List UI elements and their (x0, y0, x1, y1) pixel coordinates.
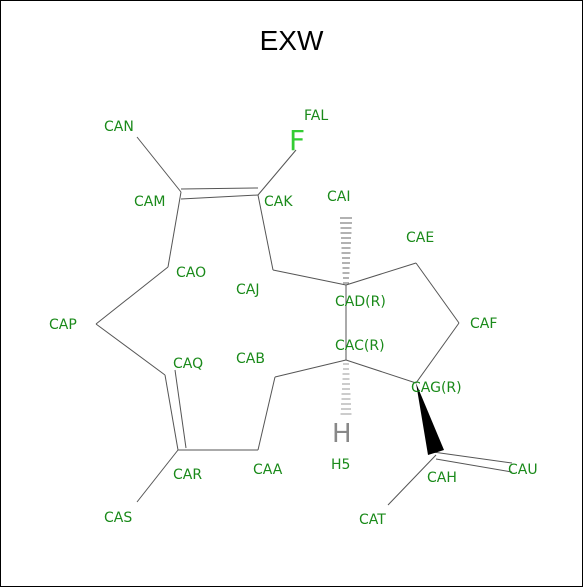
bond-CAH-CAU-1 (432, 451, 513, 464)
atom-label-FAL: FAL (304, 108, 328, 124)
hashed-bond-CAC-H (340, 363, 352, 415)
atom-label-CAJ: CAJ (236, 282, 259, 298)
bond-CAE-CAF (415, 262, 460, 324)
bond-CAP-CAQ (95, 323, 166, 376)
bond-CAQ-CAR-1 (164, 374, 179, 451)
atom-label-CAR: CAR (173, 467, 202, 483)
atom-label-H5: H5 (331, 457, 350, 473)
element-symbol-F: F (289, 124, 305, 157)
atom-label-CAN: CAN (104, 119, 134, 135)
bond-CAG-CAC (345, 359, 417, 384)
bond-CAN-CAM (136, 136, 182, 193)
atom-label-CAQ: CAQ (173, 356, 203, 372)
atom-label-CAE: CAE (406, 230, 434, 246)
atom-labels: CAN FAL CAM CAK CAI CAE CAO CAJ CAD(R) C… (49, 108, 538, 528)
bond-CAJ-CAD (272, 269, 347, 286)
bond-CAH-CAT (387, 454, 437, 506)
bond-CAO-CAP (95, 266, 169, 325)
atom-label-CAH: CAH (427, 470, 457, 486)
bond-CAK-CAJ (257, 194, 274, 271)
atom-label-CAO: CAO (176, 265, 206, 281)
bond-CAQ-CAR-2 (174, 369, 187, 449)
element-symbol-H: H (332, 419, 352, 449)
atom-label-CAS: CAS (104, 510, 132, 526)
bond-CAK-F (257, 149, 297, 196)
diagram-title: EXW (259, 25, 324, 56)
bonds (95, 136, 513, 506)
atom-label-CAF: CAF (470, 316, 497, 332)
atom-label-CAK: CAK (264, 194, 293, 210)
atom-label-CAU: CAU (508, 462, 538, 478)
atom-label-CAD: CAD(R) (335, 294, 386, 310)
atom-label-CAT: CAT (359, 512, 386, 528)
bond-CAM-CAO (167, 191, 182, 268)
atom-label-CAA: CAA (253, 462, 283, 478)
bond-CAD-CAE (345, 262, 417, 286)
atom-label-CAM: CAM (134, 194, 165, 210)
bond-CAR-CAS (136, 449, 179, 503)
bond-CAM-CAK-1 (180, 187, 259, 190)
atom-label-CAC: CAC(R) (335, 338, 385, 354)
atom-label-CAP: CAP (49, 317, 77, 333)
wedge-bond-CAG-CAH (416, 383, 444, 455)
atom-label-CAB: CAB (236, 351, 265, 367)
bond-CAA-CAB (257, 376, 276, 451)
atom-label-CAG: CAG(R) (411, 380, 462, 396)
atom-label-CAI: CAI (327, 189, 350, 205)
bond-CAF-CAG (415, 322, 460, 384)
bond-CAH-CAU-2 (435, 458, 513, 473)
bond-CAM-CAK-2 (180, 194, 259, 200)
hashed-bond-CAD-CAI (340, 217, 352, 284)
bond-CAB-CAC (274, 359, 347, 378)
